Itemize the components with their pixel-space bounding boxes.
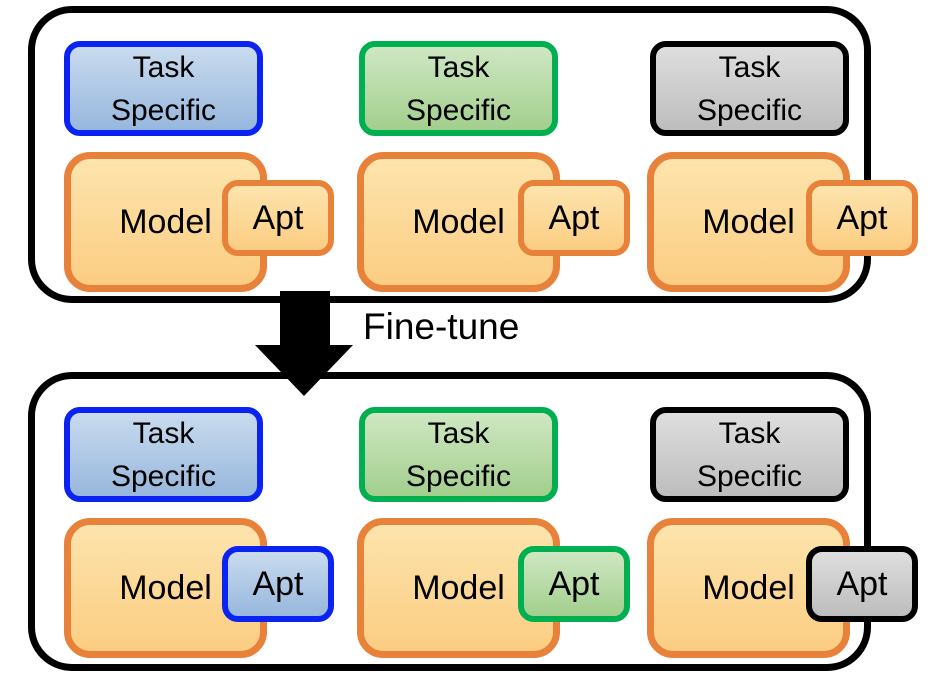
adapter-label: Apt [836,564,888,603]
adapter-label: Apt [836,198,888,237]
adapter-box: Apt [518,546,630,622]
adapter-box: Apt [518,180,630,256]
adapter-box: Apt [222,180,334,256]
adapter-label: Apt [548,198,600,237]
task-specific-box: Task Specific [64,407,263,502]
adapter-box: Apt [806,180,918,256]
task-label-line2: Specific [696,459,803,493]
task-label-line1: Task [427,416,490,450]
adapter-label: Apt [548,564,600,603]
task-specific-box: Task Specific [359,407,558,502]
task-label-line1: Task [132,416,195,450]
task-label-line2: Specific [405,93,512,127]
task-label-line2: Specific [110,459,217,493]
task-specific-box: Task Specific [650,41,849,136]
adapter-box: Apt [222,546,334,622]
model-label: Model [119,202,212,241]
model-label: Model [119,568,212,607]
model-label: Model [412,202,505,241]
adapter-label: Apt [252,564,304,603]
panel-top: Task Specific Model Apt Task Specific Mo… [28,6,918,303]
task-label-line1: Task [132,50,195,84]
task-label-line2: Specific [110,93,217,127]
task-specific-box: Task Specific [650,407,849,502]
panel-bottom: Task Specific Model Apt Task Specific Mo… [28,372,918,671]
model-label: Model [412,568,505,607]
task-label-line2: Specific [696,93,803,127]
model-label: Model [702,568,795,607]
task-label-line1: Task [718,416,781,450]
adapter-box: Apt [806,546,918,622]
task-label-line1: Task [427,50,490,84]
task-specific-box: Task Specific [359,41,558,136]
task-label-line2: Specific [405,459,512,493]
fine-tune-label: Fine-tune [363,306,520,347]
adapter-label: Apt [252,198,304,237]
task-specific-box: Task Specific [64,41,263,136]
model-label: Model [702,202,795,241]
task-label-line1: Task [718,50,781,84]
down-arrow-icon [255,291,353,396]
